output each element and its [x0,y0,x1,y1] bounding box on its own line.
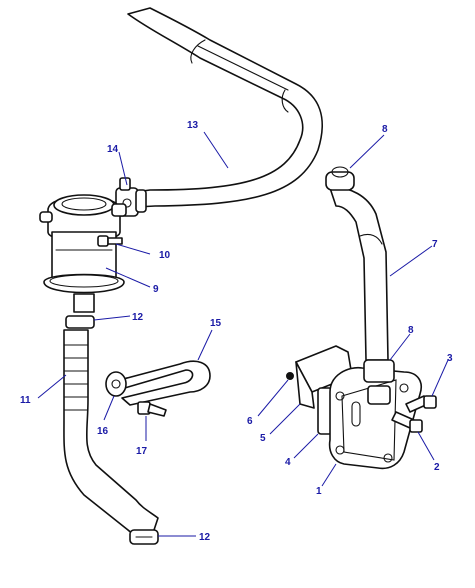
callout-7: 7 [432,239,438,250]
callout-14: 14 [107,144,119,155]
callout-2: 2 [434,462,440,473]
callout-16: 16 [97,426,109,437]
hose-clamp-8-upper [325,171,355,191]
callout-15: 15 [210,318,222,329]
drain-hose-11 [63,315,159,545]
screw-6 [286,372,294,380]
bolt-2 [391,411,423,433]
callout-5: 5 [260,433,266,444]
callout-labels: 13 14 10 9 12 11 12 15 16 17 8 7 8 3 2 6… [20,120,453,543]
leader-lines [37,131,449,537]
callout-17: 17 [136,446,148,457]
bolt-3 [405,395,437,413]
bracket-15 [105,360,211,417]
callout-10: 10 [159,250,171,261]
callout-6: 6 [247,416,253,427]
callout-1: 1 [316,486,322,497]
bolt-10 [97,235,123,247]
bolt-17 [137,401,167,417]
callout-12-lower: 12 [199,532,211,543]
upper-hose-13 [127,7,323,208]
callout-8-lower: 8 [408,325,414,336]
hose-clamp-12-upper [65,315,95,329]
callout-3: 3 [447,353,453,364]
breather-filter-9 [39,194,127,313]
callout-12-upper: 12 [132,312,144,323]
hose-clamp-8-lower [363,359,395,383]
valve-hose-7 [325,166,389,361]
callout-13: 13 [187,120,199,131]
callout-9: 9 [153,284,159,295]
callout-4: 4 [285,457,291,468]
spacer-16 [105,371,127,397]
valve-assembly [286,345,437,470]
callout-8-upper: 8 [382,124,388,135]
callout-11: 11 [20,395,31,406]
